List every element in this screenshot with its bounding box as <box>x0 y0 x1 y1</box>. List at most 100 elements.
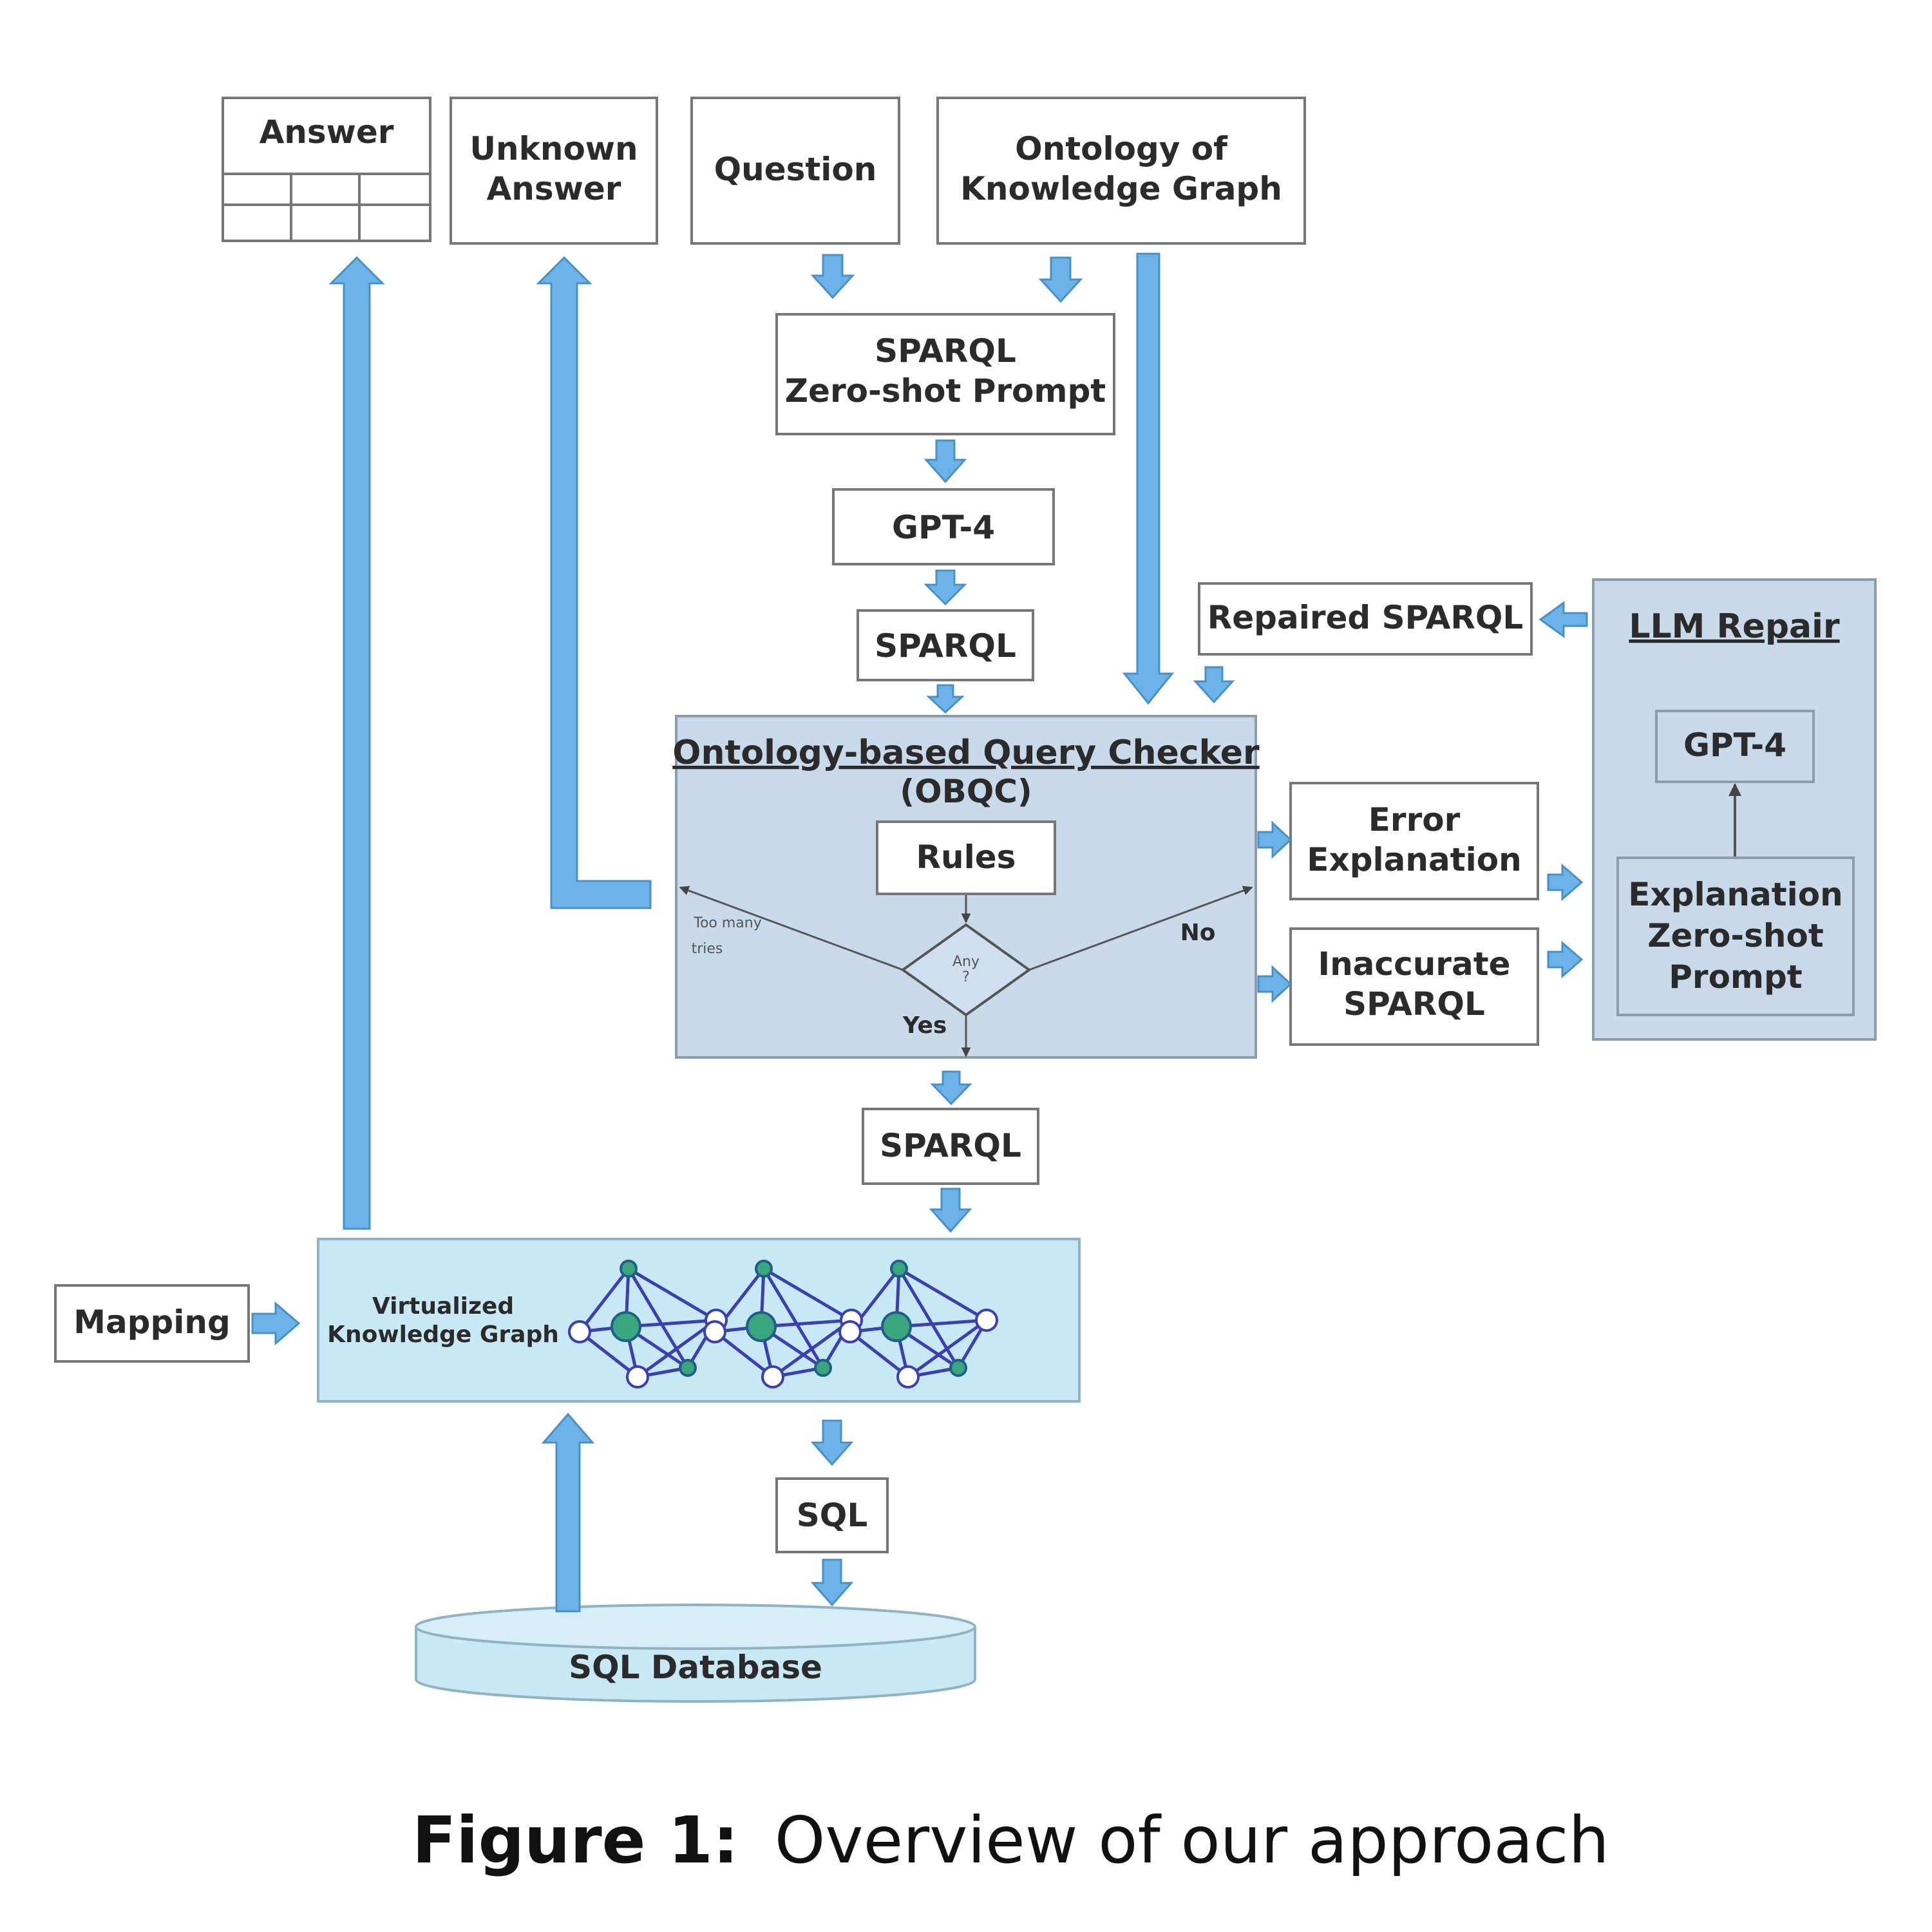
zero-shot-label-2: Zero-shot Prompt <box>785 372 1106 410</box>
unknown-answer-label-1: Unknown <box>469 130 638 167</box>
graph-edge <box>897 1267 960 1369</box>
graph-edge <box>762 1267 853 1322</box>
graph-edge <box>636 1318 717 1379</box>
inaccurate-label-1: Inaccurate <box>1318 945 1510 983</box>
arrow-to-unknown-answer <box>536 256 652 909</box>
ontology-label-1: Ontology of <box>1015 130 1228 167</box>
repaired-sparql-box: Repaired SPARQL <box>1198 582 1533 656</box>
question-label: Question <box>714 151 877 188</box>
inaccurate-sparql-box: Inaccurate SPARQL <box>1289 927 1539 1046</box>
graph-edge <box>627 1267 717 1322</box>
sparql-bottom-label: SPARQL <box>880 1127 1021 1164</box>
obqc-title-1: Ontology-based Query Checker <box>672 734 1260 772</box>
arrow-ontology-to-obqc <box>1122 252 1175 705</box>
graph-node <box>975 1309 998 1332</box>
arrow-obqc-to-inaccurate <box>1257 965 1293 1003</box>
answer-label: Answer <box>260 113 394 151</box>
mapping-label: Mapping <box>73 1303 231 1341</box>
graph-node <box>626 1365 649 1388</box>
sparql-top-label: SPARQL <box>875 627 1016 665</box>
llm-repair-panel: LLM Repair GPT-4 Explanation Zero-shot P… <box>1592 578 1877 1041</box>
graph-node <box>814 1359 832 1377</box>
caption-label: Figure 1: <box>412 1803 739 1878</box>
sparql-box-top: SPARQL <box>857 609 1034 681</box>
flow-arrows <box>251 252 1588 1613</box>
ontology-label-2: Knowledge Graph <box>960 170 1282 207</box>
graph-node <box>949 1359 967 1377</box>
question-box: Question <box>690 97 900 245</box>
arrow-database-to-vkg <box>541 1412 595 1613</box>
arrow-sparql-to-obqc <box>926 684 965 714</box>
explanation-label-2: Zero-shot <box>1647 917 1824 954</box>
arrow-sql-to-database <box>810 1558 854 1607</box>
obqc-panel: Ontology-based Query Checker (OBQC) Rule… <box>672 715 1260 1059</box>
left-branch-label-2: tries <box>692 941 723 957</box>
graph-node <box>746 1311 777 1342</box>
vkg-label-2: Knowledge Graph <box>327 1321 559 1348</box>
graph-edge <box>627 1267 690 1369</box>
graph-edge <box>714 1331 774 1378</box>
sparql-zero-shot-prompt-box: SPARQL Zero-shot Prompt <box>775 313 1115 435</box>
decision-label-1: Any <box>952 954 980 970</box>
gpt4-repair-label: GPT-4 <box>1683 726 1786 764</box>
graph-node <box>761 1365 784 1388</box>
graph-edge <box>898 1267 988 1322</box>
obqc-title-2: (OBQC) <box>900 773 1032 810</box>
arrow-mapping-to-vkg <box>251 1301 301 1346</box>
arrow-gpt4-to-sparql <box>923 569 967 606</box>
arrow-error-to-repair <box>1547 863 1584 902</box>
explanation-label-1: Explanation <box>1628 876 1842 913</box>
graph-node <box>620 1260 638 1278</box>
graph-node <box>611 1311 641 1342</box>
graph-node <box>838 1320 862 1343</box>
graph-node <box>755 1260 773 1278</box>
gpt4-box: GPT-4 <box>832 488 1055 565</box>
arrow-inaccurate-to-repair <box>1547 940 1584 979</box>
figure-caption: Figure 1: Overview of our approach <box>412 1803 1609 1878</box>
unknown-answer-box: Unknown Answer <box>450 97 658 245</box>
decision-label-2: ? <box>962 969 970 985</box>
graph-nodes <box>568 1260 998 1388</box>
rules-label: Rules <box>916 838 1016 876</box>
virtualized-knowledge-graph-box: Virtualized Knowledge Graph <box>317 1238 1081 1403</box>
error-explanation-box: Error Explanation <box>1289 782 1539 900</box>
graph-edge <box>578 1331 639 1378</box>
arrow-repair-to-repaired-sparql <box>1539 601 1588 638</box>
graph-node <box>703 1320 726 1343</box>
yes-label: Yes <box>902 1012 947 1039</box>
llm-repair-title: LLM Repair <box>1629 607 1840 646</box>
graph-node <box>890 1260 908 1278</box>
sql-database-label: SQL Database <box>569 1649 822 1686</box>
arrow-ontology-to-prompt <box>1038 256 1083 303</box>
gpt4-label: GPT-4 <box>892 509 995 546</box>
ontology-box: Ontology of Knowledge Graph <box>936 97 1306 245</box>
graph-node <box>896 1365 920 1388</box>
mapping-box: Mapping <box>54 1284 250 1363</box>
sparql-box-bottom: SPARQL <box>862 1108 1039 1185</box>
graph-node <box>568 1320 591 1343</box>
arrow-repaired-to-obqc <box>1193 666 1235 704</box>
graph-edge <box>907 1318 988 1379</box>
arrow-obqc-to-sparql <box>930 1070 972 1106</box>
graph-edge <box>849 1331 909 1378</box>
caption-text: Overview of our approach <box>775 1803 1609 1878</box>
left-branch-label-1: Too many <box>693 915 762 931</box>
error-explanation-label-2: Explanation <box>1307 841 1521 878</box>
sql-box: SQL <box>775 1477 889 1553</box>
graph-edge <box>772 1318 853 1379</box>
sql-label: SQL <box>797 1497 867 1534</box>
answer-box: Answer <box>222 97 431 242</box>
vkg-label-1: Virtualized <box>372 1293 514 1320</box>
graph-edge <box>578 1267 630 1333</box>
graph-edge <box>762 1267 825 1369</box>
explanation-label-3: Prompt <box>1669 958 1802 996</box>
unknown-answer-label-2: Answer <box>487 170 621 207</box>
arrow-vkg-to-sql <box>810 1419 854 1466</box>
repaired-sparql-label: Repaired SPARQL <box>1208 599 1523 636</box>
arrow-prompt-to-gpt4 <box>923 439 967 484</box>
arrow-to-answer <box>328 256 385 1230</box>
zero-shot-label-1: SPARQL <box>875 332 1016 370</box>
inaccurate-label-2: SPARQL <box>1343 985 1485 1023</box>
graph-node <box>679 1359 697 1377</box>
